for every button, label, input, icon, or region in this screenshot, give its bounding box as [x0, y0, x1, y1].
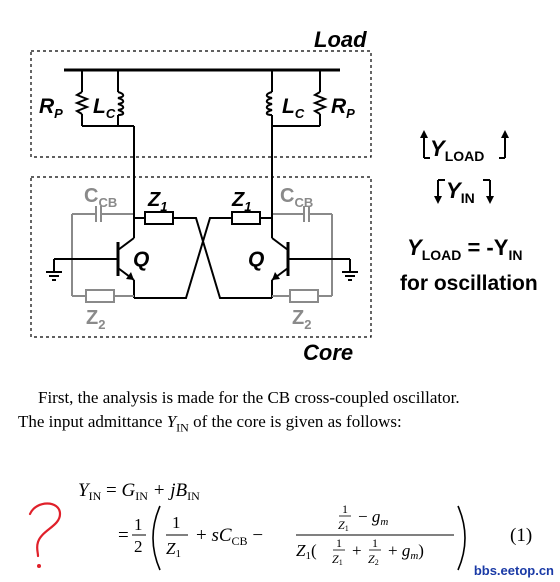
left-core: CCB Z1 Q Z2 [46, 185, 186, 332]
equation-line1: YIN = GIN + jBIN [78, 480, 200, 503]
svg-text:Z2: Z2 [368, 552, 379, 567]
svg-text:+ sCCB −: + sCCB − [196, 525, 263, 548]
ccb-left-label: CCB [84, 185, 117, 210]
yin-annotation: YIN [434, 178, 494, 206]
rp-right-resistor [312, 91, 328, 115]
body-line-1: First, the analysis is made for the CB c… [38, 388, 460, 407]
z2-left-box [85, 289, 115, 303]
z1-right-label: Z1 [231, 189, 251, 214]
z1-left-box [144, 211, 174, 225]
lc-right-inductor [265, 91, 273, 116]
q-right-label: Q [248, 248, 264, 271]
load-label: Load [314, 27, 367, 52]
z2-right-label: Z2 [292, 307, 311, 332]
svg-text:=: = [118, 525, 129, 546]
svg-text:1: 1 [336, 536, 342, 550]
svg-text:1: 1 [342, 502, 348, 516]
svg-text:+ gm): + gm) [388, 541, 424, 562]
q-left-label: Q [133, 248, 149, 271]
cross-coupling [134, 217, 272, 299]
yin-label: YIN [446, 178, 475, 206]
svg-text:− gm: − gm [358, 507, 388, 528]
ccb-right-label: CCB [280, 185, 313, 210]
core-label: Core [303, 340, 353, 365]
rp-left-label: RP [39, 95, 63, 121]
equation-1: YIN = GIN + jBIN = 1 2 1 Z1 + sCCB − 1 Z… [78, 480, 532, 571]
rp-left-resistor [74, 91, 90, 115]
svg-text:1: 1 [172, 513, 181, 532]
right-load: LC RP [265, 70, 355, 196]
lc-left-inductor [117, 91, 125, 116]
z2-left-label: Z2 [86, 307, 105, 332]
body-line-2: The input admittance YIN of the core is … [18, 412, 402, 435]
yload-label: YLOAD [430, 136, 484, 164]
svg-text:Z1: Z1 [338, 518, 349, 533]
yload-annotation: YLOAD [420, 130, 509, 164]
load-box [30, 50, 372, 158]
left-load: RP LC [39, 70, 135, 196]
svg-text:1: 1 [134, 515, 143, 534]
oscillation-condition: YLOAD = -YIN [407, 235, 522, 263]
svg-text:1: 1 [372, 536, 378, 550]
right-core: Z1 CCB Q Z2 [220, 185, 358, 332]
watermark: bbs.eetop.cn [473, 563, 554, 578]
question-mark-annotation [28, 502, 62, 568]
z2-right-box [289, 289, 319, 303]
z1-left-label: Z1 [147, 189, 167, 214]
rp-right-label: RP [331, 95, 355, 121]
svg-text:2: 2 [134, 537, 143, 556]
body-text: First, the analysis is made for the CB c… [0, 386, 560, 439]
oscillation-caption: for oscillation [400, 272, 538, 295]
lc-left-label: LC [93, 95, 116, 121]
core-box [30, 176, 372, 338]
svg-text:Z1: Z1 [166, 539, 181, 560]
svg-text:Z1: Z1 [332, 552, 343, 567]
svg-text:Z1(: Z1( [296, 541, 317, 562]
equation-number: (1) [510, 525, 532, 546]
svg-text:+: + [352, 541, 362, 560]
lc-right-label: LC [282, 95, 305, 121]
